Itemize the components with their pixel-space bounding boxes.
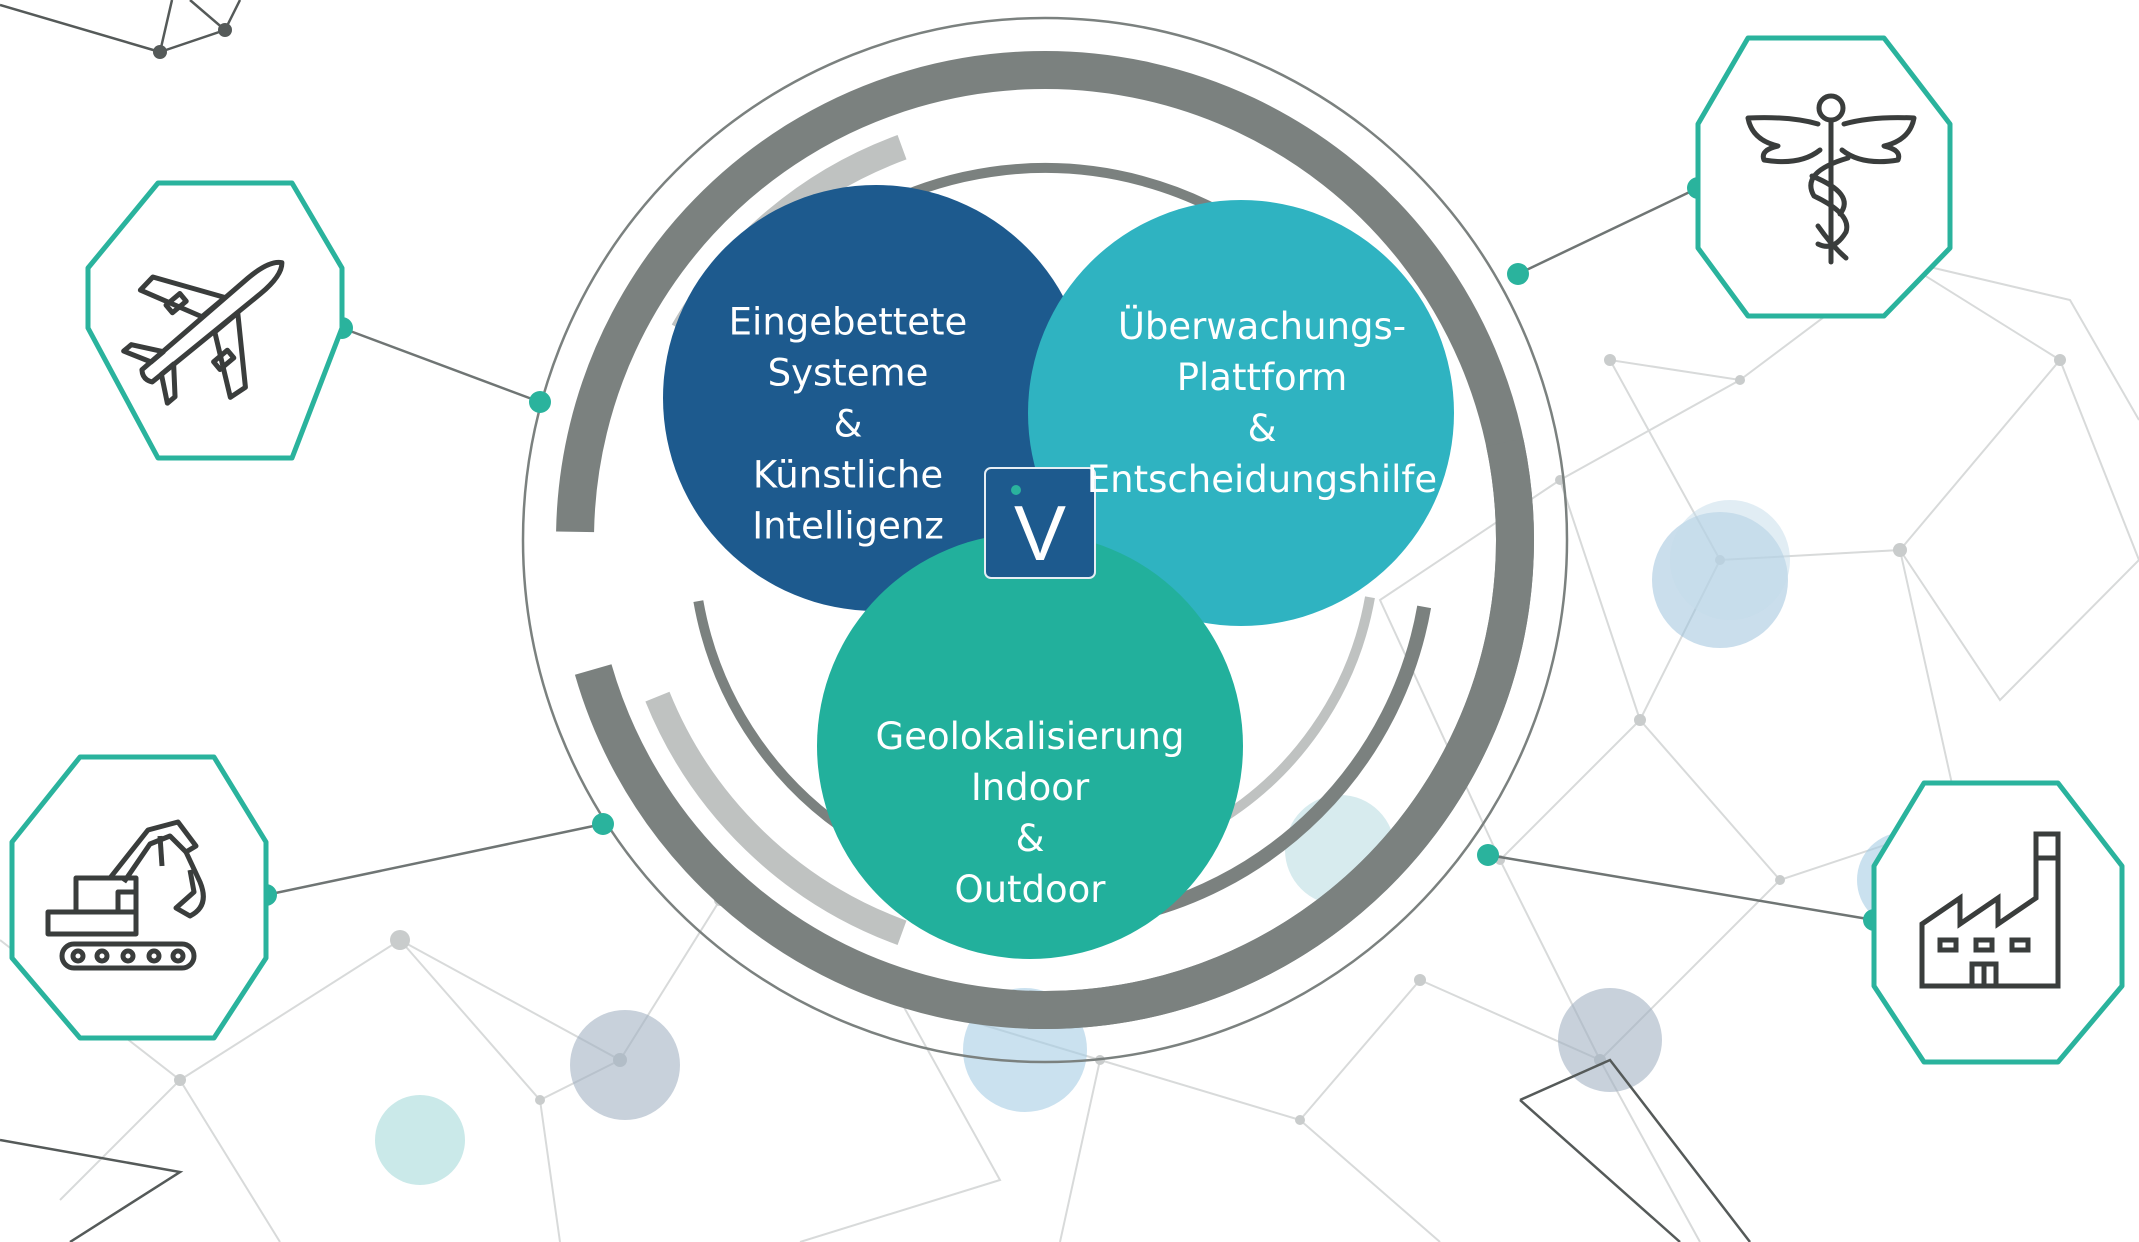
outer-ring <box>521 16 1569 1064</box>
circle-geolocation <box>817 533 1243 959</box>
circle-monitoring-platform <box>1028 200 1454 626</box>
arc-outer-right <box>1027 438 1534 1029</box>
logo <box>984 467 1096 579</box>
sector-construction[interactable] <box>9 754 269 1041</box>
label-monitoring-platform: Überwachungs- Plattform & Entscheidungsh… <box>1087 301 1437 505</box>
circle-embedded-systems <box>663 185 1089 611</box>
arc-inner-bottom <box>1207 596 1375 831</box>
label-line: Künstliche <box>752 453 944 497</box>
sector-medical[interactable] <box>1695 35 1953 319</box>
label-line: & <box>833 402 863 446</box>
label-line: Intelligenz <box>752 504 944 548</box>
label-line: Eingebettete <box>728 300 968 344</box>
sector-industry[interactable] <box>1871 780 2125 1065</box>
label-line: Überwachungs- <box>1117 305 1407 348</box>
label-line: Indoor <box>970 766 1090 809</box>
arc-light-left <box>645 691 907 946</box>
label-line: Outdoor <box>954 868 1106 911</box>
label-line: & <box>1247 407 1277 450</box>
airplane-icon <box>121 259 285 406</box>
logo-letter: V <box>1014 489 1066 577</box>
label-line: Entscheidungshilfe <box>1086 458 1438 501</box>
sector-aviation[interactable] <box>85 180 345 461</box>
label-line: Systeme <box>767 351 929 395</box>
label-embedded-systems: Eingebettete Systeme & Künstliche Intell… <box>729 297 968 552</box>
label-geolocation: Geolokalisierung Indoor & Outdoor <box>876 711 1185 915</box>
label-line: & <box>1015 817 1045 860</box>
arc-inner-right <box>1110 605 1432 927</box>
dark-network-nodes <box>153 23 232 59</box>
excavator-icon <box>45 819 206 971</box>
sector-connectors <box>265 186 1875 922</box>
factory-icon <box>1919 831 2061 989</box>
label-line: Plattform <box>1176 356 1348 399</box>
label-line: Geolokalisierung <box>875 715 1185 758</box>
caduceus-icon <box>1745 93 1917 265</box>
